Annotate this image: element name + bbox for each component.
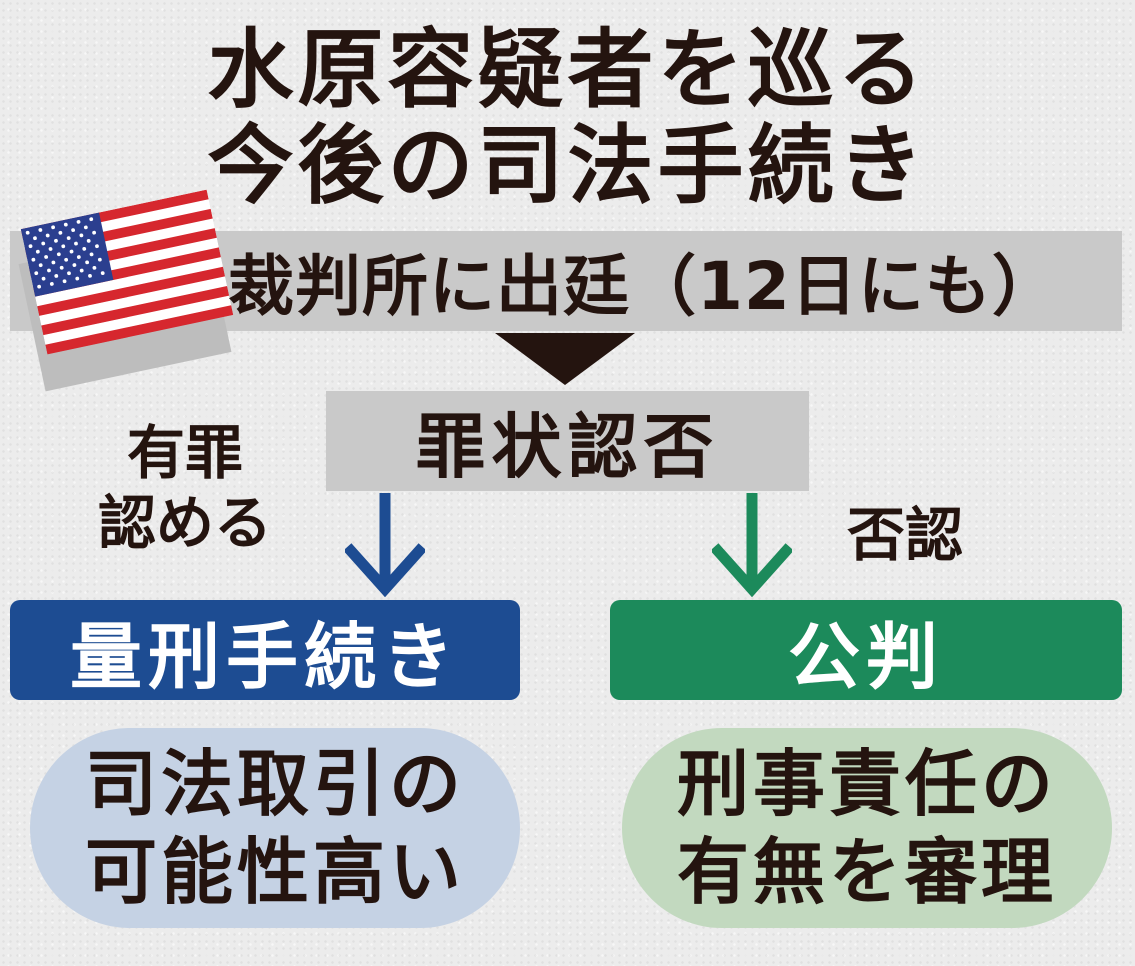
arraignment-box: 罪状認否 <box>326 391 809 491</box>
plea-deal-outcome-line-2: 可能性高い <box>84 829 465 914</box>
down-arrow-blue-icon <box>345 493 425 597</box>
us-flag-icon <box>20 189 234 355</box>
plea-deal-outcome: 司法取引の 可能性高い <box>30 728 520 928</box>
guilty-plea-label-line-2: 認める <box>97 489 272 557</box>
down-triangle-arrow-icon <box>495 333 635 385</box>
court-appearance-text: 裁判所に出廷（12日にも） <box>228 248 1059 325</box>
title-line-1: 水原容疑者を巡る <box>207 19 928 120</box>
guilty-plea-label: 有罪 認める <box>60 418 310 558</box>
trial-outcome-line-1: 刑事責任の <box>676 741 1057 826</box>
trial-outcome: 刑事責任の 有無を審理 <box>622 728 1112 928</box>
trial-outcome-line-2: 有無を審理 <box>676 829 1057 914</box>
trial-box: 公判 <box>610 600 1122 700</box>
guilty-plea-label-line-1: 有罪 <box>126 419 243 487</box>
sentencing-box: 量刑手続き <box>10 600 520 700</box>
not-guilty-label: 否認 <box>846 501 963 569</box>
title-line-2: 今後の司法手続き <box>207 115 928 216</box>
down-arrow-green-icon <box>712 493 792 597</box>
plea-deal-outcome-line-1: 司法取引の <box>84 741 465 826</box>
